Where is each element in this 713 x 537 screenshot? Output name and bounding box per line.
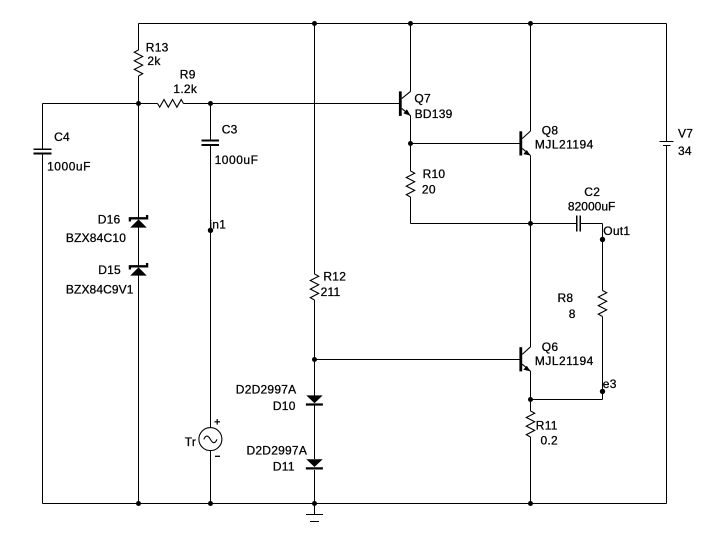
svg-text:R11: R11 [536, 419, 558, 433]
svg-text:1000uF: 1000uF [215, 153, 259, 167]
svg-text:D10: D10 [273, 399, 296, 413]
svg-text:in1: in1 [209, 218, 226, 232]
svg-text:1.2k: 1.2k [173, 82, 197, 96]
svg-text:Out1: Out1 [603, 224, 630, 238]
svg-text:82000uF: 82000uF [568, 200, 616, 214]
svg-text:8: 8 [569, 307, 576, 321]
svg-text:C2: C2 [584, 185, 600, 199]
svg-text:BZX84C10: BZX84C10 [66, 231, 126, 245]
svg-text:20: 20 [422, 183, 436, 197]
svg-text:0.2: 0.2 [541, 433, 559, 447]
svg-text:V7: V7 [678, 126, 693, 140]
svg-text:e3: e3 [603, 377, 617, 391]
svg-text:C4: C4 [54, 130, 70, 144]
svg-text:BD139: BD139 [415, 107, 453, 121]
svg-text:C3: C3 [222, 122, 238, 136]
svg-text:Q7: Q7 [414, 92, 431, 106]
svg-text:R13: R13 [146, 40, 169, 54]
svg-text:MJL21194: MJL21194 [535, 138, 594, 152]
svg-text:R9: R9 [180, 68, 196, 82]
svg-text:1000uF: 1000uF [47, 160, 91, 174]
svg-text:D15: D15 [98, 263, 121, 277]
svg-text:D11: D11 [273, 460, 295, 474]
svg-text:MJL21194: MJL21194 [535, 354, 594, 368]
svg-text:Tr: Tr [185, 435, 196, 449]
svg-text:D16: D16 [98, 212, 121, 226]
svg-text:Q6: Q6 [542, 340, 559, 354]
svg-text:BZX84C9V1: BZX84C9V1 [66, 283, 134, 297]
svg-text:D2D2997A: D2D2997A [236, 382, 297, 396]
svg-text:Q8: Q8 [542, 123, 559, 137]
svg-text:R10: R10 [423, 167, 446, 181]
svg-text:R12: R12 [323, 270, 346, 284]
svg-text:D2D2997A: D2D2997A [247, 444, 308, 458]
svg-text:211: 211 [321, 285, 341, 299]
svg-text:2k: 2k [147, 54, 161, 68]
svg-text:34: 34 [678, 144, 692, 158]
svg-text:R8: R8 [558, 291, 574, 305]
